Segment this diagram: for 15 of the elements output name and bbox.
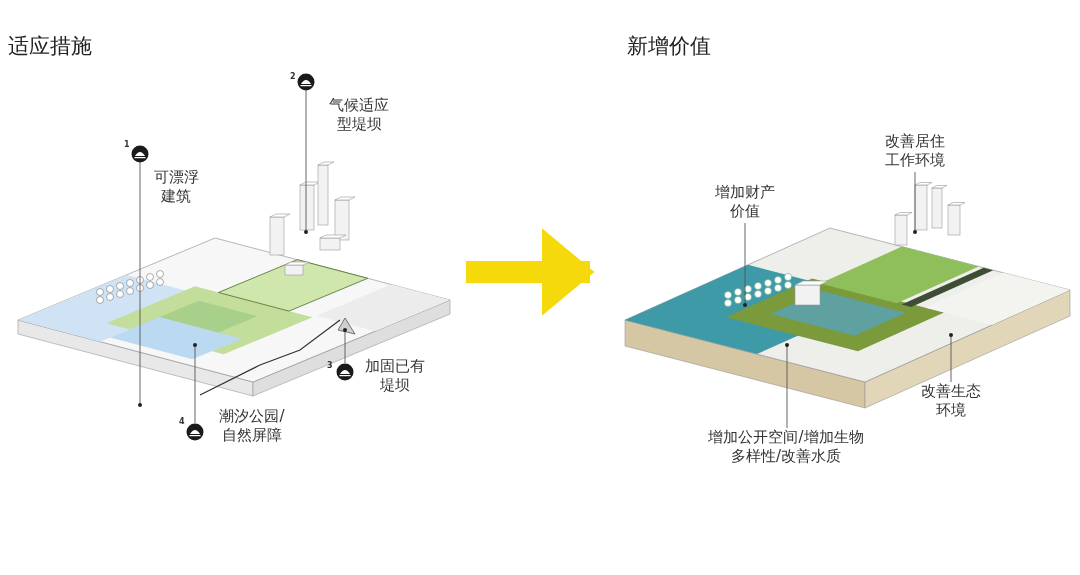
callout-number: 2 [290,72,296,81]
callout-text: 加固已有堤坝 [364,357,426,395]
callout-text: 可漂浮建筑 [152,168,200,206]
callout-text: 改善居住工作环境 [880,132,950,172]
callout-text: 改善生态环境 [916,382,986,422]
panel-title: 适应措施 [8,33,92,59]
callout-text: 增加财产价值 [710,183,780,223]
callout-text: 气候适应型堤坝 [328,96,390,134]
callout-text: 潮汐公园/自然屏障 [218,407,286,445]
callout-number: 3 [327,361,333,370]
callout-number: 4 [179,417,185,426]
callout-number: 1 [124,140,130,149]
panel-title: 新增价值 [627,33,711,59]
callout-text: 增加公开空间/增加生物多样性/改善水质 [705,428,867,468]
arrow [466,228,595,316]
